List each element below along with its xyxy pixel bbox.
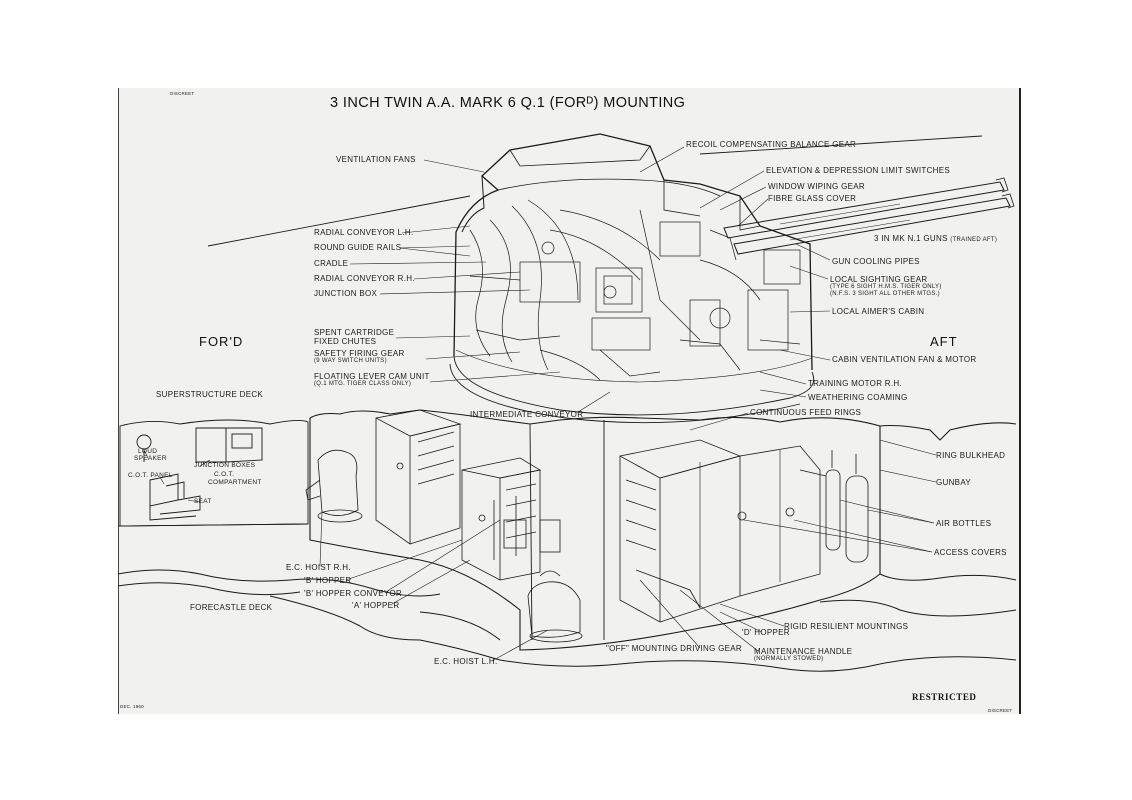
label-intermediate-conveyor: INTERMEDIATE CONVEYOR <box>470 410 584 419</box>
label-floating-lever-main: FLOATING LEVER CAM UNIT <box>314 372 430 381</box>
label-guns-main: 3 IN MK N.1 GUNS <box>874 234 948 243</box>
label-loud-speaker: LOUD SPEAKER <box>134 448 167 462</box>
label-maintenance-handle-sub: (NORMALLY STOWED) <box>754 656 824 662</box>
label-safety-firing-main: SAFETY FIRING GEAR <box>314 349 405 358</box>
corner-mark-bottom-right: DISCREET <box>988 708 1013 713</box>
label-ventilation-fans: VENTILATION FANS <box>336 155 416 164</box>
label-a-hopper: 'A' HOPPER <box>352 601 400 610</box>
direction-forward: FOR'D <box>199 334 244 349</box>
label-cradle: CRADLE <box>314 259 349 268</box>
label-loud-speaker-line1: LOUD <box>138 448 158 455</box>
label-guns: 3 IN MK N.1 GUNS (TRAINED AFT) <box>874 234 997 245</box>
label-ec-hoist-rh: E.C. HOIST R.H. <box>286 563 351 572</box>
label-local-sighting-main: LOCAL SIGHTING GEAR <box>830 275 928 284</box>
label-b-hopper: 'B' HOPPER <box>304 576 352 585</box>
hoppers-left <box>375 409 561 581</box>
label-fibre-glass: FIBRE GLASS COVER <box>768 194 857 203</box>
cot-compartment <box>117 419 309 527</box>
label-window-wiping: WINDOW WIPING GEAR <box>768 182 865 191</box>
turret-machinery <box>469 199 801 381</box>
label-local-sighting-sub1: (TYPE 6 SIGHT H.M.S. TIGER ONLY) <box>830 284 942 290</box>
label-maintenance-handle: MAINTENANCE HANDLE (NORMALLY STOWED) <box>754 647 852 663</box>
gunbay-outline <box>309 409 1017 651</box>
label-cot-compartment-line1: C.O.T. <box>214 471 235 478</box>
label-gunbay: GUNBAY <box>936 478 971 487</box>
label-maintenance-handle-main: MAINTENANCE HANDLE <box>754 647 853 656</box>
label-off-mounting: "OFF" MOUNTING DRIVING GEAR <box>606 644 743 653</box>
label-spent-cartridge-line2: FIXED CHUTES <box>314 337 377 346</box>
label-local-sighting-sub2: (N.F.S. 3 SIGHT ALL OTHER MTGS.) <box>830 291 940 297</box>
label-air-bottles: AIR BOTTLES <box>936 519 992 528</box>
label-elevation-switches: ELEVATION & DEPRESSION LIMIT SWITCHES <box>766 166 951 175</box>
label-forecastle-deck: FORECASTLE DECK <box>190 603 273 612</box>
label-d-hopper: 'D' HOPPER <box>742 628 790 637</box>
label-junction-box: JUNCTION BOX <box>314 289 378 298</box>
air-bottles <box>799 450 869 563</box>
label-junction-boxes: JUNCTION BOXES <box>194 462 256 469</box>
label-floating-lever-sub: (Q.1 MTG. TIGER CLASS ONLY) <box>314 381 412 387</box>
label-loud-speaker-line2: SPEAKER <box>134 455 167 462</box>
label-training-motor: TRAINING MOTOR R.H. <box>808 379 902 388</box>
label-cot-compartment: C.O.T. COMPARTMENT <box>192 471 262 487</box>
hoppers-right <box>619 439 821 623</box>
label-access-covers: ACCESS COVERS <box>934 548 1007 557</box>
corner-mark-top-left: DISCREET <box>170 91 195 96</box>
label-cot-compartment-line2: COMPARTMENT <box>208 479 262 486</box>
label-recoil-gear: RECOIL COMPENSATING BALANCE GEAR <box>686 140 857 149</box>
label-weathering: WEATHERING COAMING <box>808 393 908 402</box>
restricted-stamp: RESTRICTED <box>912 692 977 702</box>
label-cabin-vent: CABIN VENTILATION FAN & MOTOR <box>832 355 977 364</box>
drawing-sheet <box>118 88 1021 714</box>
direction-aft: AFT <box>930 334 958 349</box>
label-gun-cooling: GUN COOLING PIPES <box>832 257 920 266</box>
label-seat: SEAT <box>194 498 212 505</box>
label-local-aimers: LOCAL AIMER'S CABIN <box>832 307 925 316</box>
label-ec-hoist-lh: E.C. HOIST L.H. <box>434 657 498 666</box>
label-safety-firing-sub: (9 WAY SWITCH UNITS) <box>314 358 387 364</box>
label-guns-sub: (TRAINED AFT) <box>950 237 998 243</box>
label-continuous-feed: CONTINUOUS FEED RINGS <box>750 408 862 417</box>
ec-hoists <box>305 449 583 643</box>
label-superstructure-deck: SUPERSTRUCTURE DECK <box>156 390 264 399</box>
deck-perspective-line-right <box>699 135 983 155</box>
twin-guns <box>723 177 1015 255</box>
drawing-title: 3 INCH TWIN A.A. MARK 6 Q.1 (FORᴰ) MOUNT… <box>330 95 686 111</box>
deck-perspective-line-left <box>207 195 471 247</box>
turret-shell <box>453 133 813 371</box>
label-spent-cartridge-line1: SPENT CARTRIDGE <box>314 328 395 337</box>
label-radial-conveyor-rh: RADIAL CONVEYOR R.H. <box>314 274 415 283</box>
label-local-sighting: LOCAL SIGHTING GEAR (TYPE 6 SIGHT H.M.S.… <box>830 275 942 298</box>
label-b-hopper-conveyor: 'B' HOPPER CONVEYOR <box>304 589 403 598</box>
label-cot-panel: C.O.T. PANEL <box>128 472 173 479</box>
label-rigid-mountings: RIGID RESILIENT MOUNTINGS <box>784 622 909 631</box>
label-round-guide-rails: ROUND GUIDE RAILS <box>314 243 402 252</box>
label-ring-bulkhead: RING BULKHEAD <box>936 451 1006 460</box>
label-safety-firing: SAFETY FIRING GEAR (9 WAY SWITCH UNITS) <box>314 349 405 365</box>
label-radial-conveyor-lh: RADIAL CONVEYOR L.H. <box>314 228 414 237</box>
label-spent-cartridge: SPENT CARTRIDGE FIXED CHUTES <box>314 328 394 346</box>
leader-lines <box>143 146 937 662</box>
label-floating-lever: FLOATING LEVER CAM UNIT (Q.1 MTG. TIGER … <box>314 372 430 388</box>
corner-mark-bottom-left: DEC. 1960 <box>120 704 144 709</box>
deck-contours <box>117 569 1017 672</box>
